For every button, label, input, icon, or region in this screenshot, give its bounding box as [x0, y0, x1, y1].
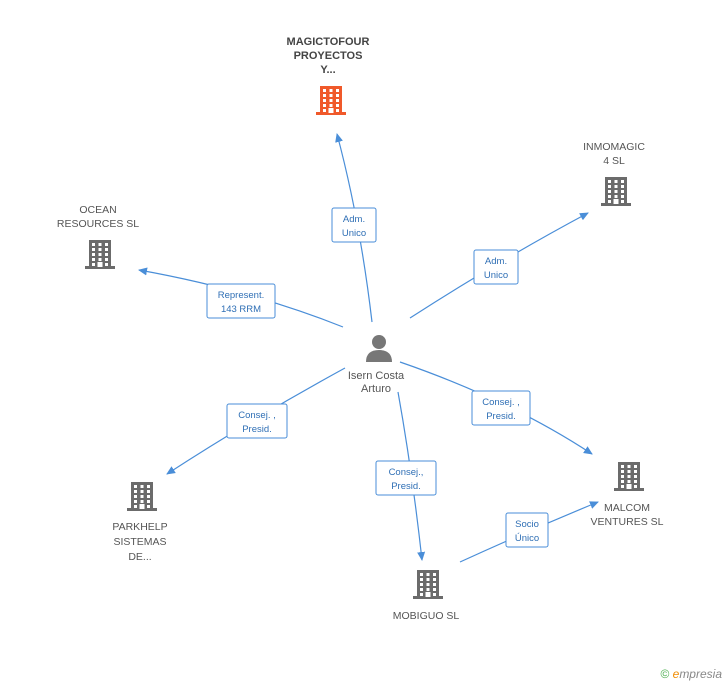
company-label: VENTURES SL: [591, 516, 664, 528]
person-name-line: Arturo: [361, 383, 391, 395]
company-label: RESOURCES SL: [57, 218, 139, 230]
building-icon: [601, 177, 631, 206]
company-label: OCEAN: [79, 204, 116, 216]
building-icon: [316, 86, 346, 115]
company-node-inmomagic[interactable]: INMOMAGIC 4 SL: [583, 141, 645, 206]
edge-label-line: Presid.: [486, 411, 516, 422]
edge-label-mobiguo[interactable]: Consej., Presid.: [375, 460, 437, 496]
company-node-malcom[interactable]: MALCOM VENTURES SL: [591, 462, 664, 528]
person-name-line: Isern Costa: [348, 370, 405, 382]
edge-label-parkhelp[interactable]: Consej. , Presid.: [226, 403, 288, 439]
edge-label-magictofour[interactable]: Adm. Unico: [331, 207, 377, 243]
brand-logo-initial: e: [672, 667, 680, 681]
company-label: DE...: [128, 551, 151, 563]
company-label: PARKHELP: [112, 521, 167, 533]
copyright-footer: © empresia: [660, 667, 722, 681]
edge-label-ocean[interactable]: Represent. 143 RRM: [206, 283, 276, 319]
brand-logo[interactable]: empresia: [673, 667, 722, 681]
copyright-symbol: ©: [660, 667, 670, 681]
company-label: INMOMAGIC: [583, 141, 645, 153]
edge-label-line: Presid.: [242, 424, 272, 435]
company-label: 4 SL: [603, 155, 625, 167]
person-icon: [366, 335, 392, 362]
edge-label-line: Adm.: [485, 256, 507, 267]
edge-label-line: Represent.: [218, 290, 264, 301]
edge-label-line: 143 RRM: [221, 304, 261, 315]
edge-label-inmomagic[interactable]: Adm. Unico: [473, 249, 519, 285]
company-node-parkhelp[interactable]: PARKHELP SISTEMAS DE...: [112, 482, 168, 563]
building-icon: [614, 462, 644, 491]
company-label: PROYECTOS: [294, 50, 363, 62]
building-icon: [85, 240, 115, 269]
company-label: MAGICTOFOUR: [287, 36, 370, 48]
edge-label-malcom[interactable]: Consej. , Presid.: [471, 390, 531, 426]
company-label: Y...: [320, 64, 335, 76]
person-node[interactable]: Isern Costa Arturo: [348, 335, 405, 395]
edge-label-line: Consej. ,: [482, 397, 520, 408]
edge-label-line: Consej. ,: [238, 410, 276, 421]
edge-label-line: Unico: [342, 228, 366, 239]
company-label: MOBIGUO SL: [393, 610, 460, 622]
company-node-ocean[interactable]: OCEAN RESOURCES SL: [57, 204, 139, 269]
company-label: MALCOM: [604, 502, 650, 514]
edge-label-line: Presid.: [391, 481, 421, 492]
edge-label-line: Socio: [515, 519, 539, 530]
brand-logo-rest: mpresia: [679, 667, 722, 681]
edge-label-line: Unico: [484, 270, 508, 281]
edge-label-line: Adm.: [343, 214, 365, 225]
company-node-mobiguo[interactable]: MOBIGUO SL: [393, 570, 460, 622]
company-node-magictofour[interactable]: MAGICTOFOUR PROYECTOS Y...: [287, 36, 370, 115]
company-label: SISTEMAS: [113, 536, 166, 548]
edge-label-line: Consej.,: [389, 467, 424, 478]
building-icon: [413, 570, 443, 599]
edge-label-socio[interactable]: Socio Único: [505, 512, 549, 548]
edges: [138, 133, 599, 563]
edge-label-line: Único: [515, 533, 539, 544]
building-icon: [127, 482, 157, 511]
